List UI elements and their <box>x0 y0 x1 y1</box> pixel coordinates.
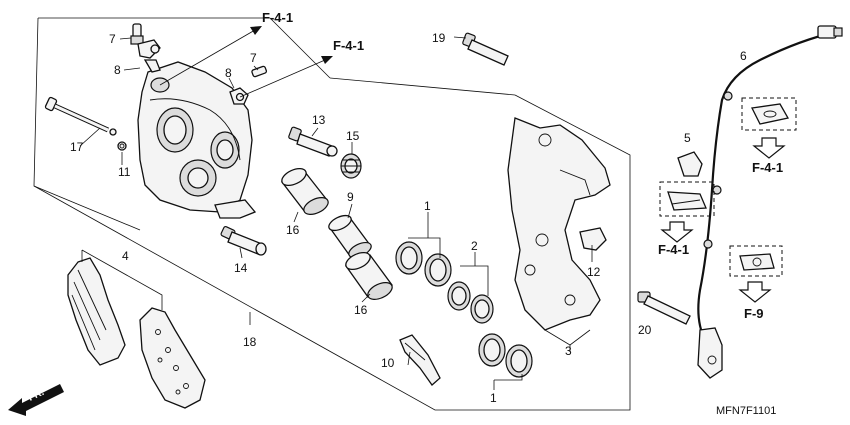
front-direction-arrow: FR. <box>8 384 64 416</box>
callout-9: 9 <box>347 190 354 204</box>
callout-16: 16 <box>354 303 368 317</box>
speed-sensor-cable <box>697 25 843 379</box>
callout-8: 8 <box>114 63 121 77</box>
callout-3: 3 <box>565 344 572 358</box>
reference-arrows <box>159 26 333 98</box>
callout-8: 8 <box>225 66 232 80</box>
callout-16: 16 <box>286 223 300 237</box>
callout-20: 20 <box>638 323 652 337</box>
pad-spring-10 <box>399 334 441 386</box>
callout-10: 10 <box>381 356 395 370</box>
detail-box-upper <box>741 97 797 159</box>
assembly-frame <box>33 17 631 411</box>
callout-6: 6 <box>740 49 747 63</box>
callout-12: 12 <box>587 265 601 279</box>
callout-labels: 7 8 7 8 17 11 13 15 9 16 16 14 1 2 1 4 1… <box>70 31 747 405</box>
callout-13: 13 <box>312 113 326 127</box>
pad-pin <box>44 96 117 136</box>
callout-15: 15 <box>346 129 360 143</box>
detail-box-middle <box>659 181 715 243</box>
dust-seal-set <box>447 281 494 324</box>
piston-16-lower <box>345 251 393 300</box>
callout-19: 19 <box>432 31 446 45</box>
ref-label: F-4-1 <box>658 242 689 257</box>
leader-lines <box>79 36 593 390</box>
caliper-bolt-13 <box>288 126 338 157</box>
ref-label: F-4-1 <box>752 160 783 175</box>
detail-box-lower <box>729 245 783 303</box>
cable-clamp-5 <box>677 151 703 177</box>
reference-labels: F-4-1 F-4-1 F-4-1 F-4-1 F-9 <box>262 10 783 321</box>
callout-7: 7 <box>109 32 116 46</box>
diagram-code: MFN7F1101 <box>716 405 776 417</box>
callout-4: 4 <box>122 249 129 263</box>
bleeder-valve-lower <box>229 65 268 105</box>
callout-7: 7 <box>250 51 257 65</box>
bleeder-valve-upper <box>130 23 161 73</box>
piston-16-upper <box>280 167 329 215</box>
callout-1: 1 <box>424 199 431 213</box>
callout-18: 18 <box>243 335 257 349</box>
callout-5: 5 <box>684 131 691 145</box>
caliper-bracket <box>507 117 611 331</box>
sensor-bolt-20 <box>637 291 691 325</box>
ref-label: F-9 <box>744 306 764 321</box>
callout-2: 2 <box>471 239 478 253</box>
pin-bolt-14 <box>220 225 267 256</box>
piston-9 <box>328 214 372 259</box>
brake-pads <box>67 257 206 409</box>
callout-14: 14 <box>234 261 248 275</box>
piston-seal-set-lower <box>478 333 533 378</box>
callout-11: 11 <box>118 165 131 179</box>
mounting-bolt-19 <box>462 32 509 66</box>
callout-1: 1 <box>490 391 497 405</box>
pin-plug <box>117 141 127 151</box>
callout-17: 17 <box>70 140 84 154</box>
caliper-body <box>137 61 257 219</box>
retainer-clip-12 <box>579 227 607 251</box>
ref-label: F-4-1 <box>262 10 293 25</box>
dust-boot-15 <box>340 153 362 179</box>
ref-label: F-4-1 <box>333 38 364 53</box>
piston-seal-set-upper <box>395 241 452 287</box>
